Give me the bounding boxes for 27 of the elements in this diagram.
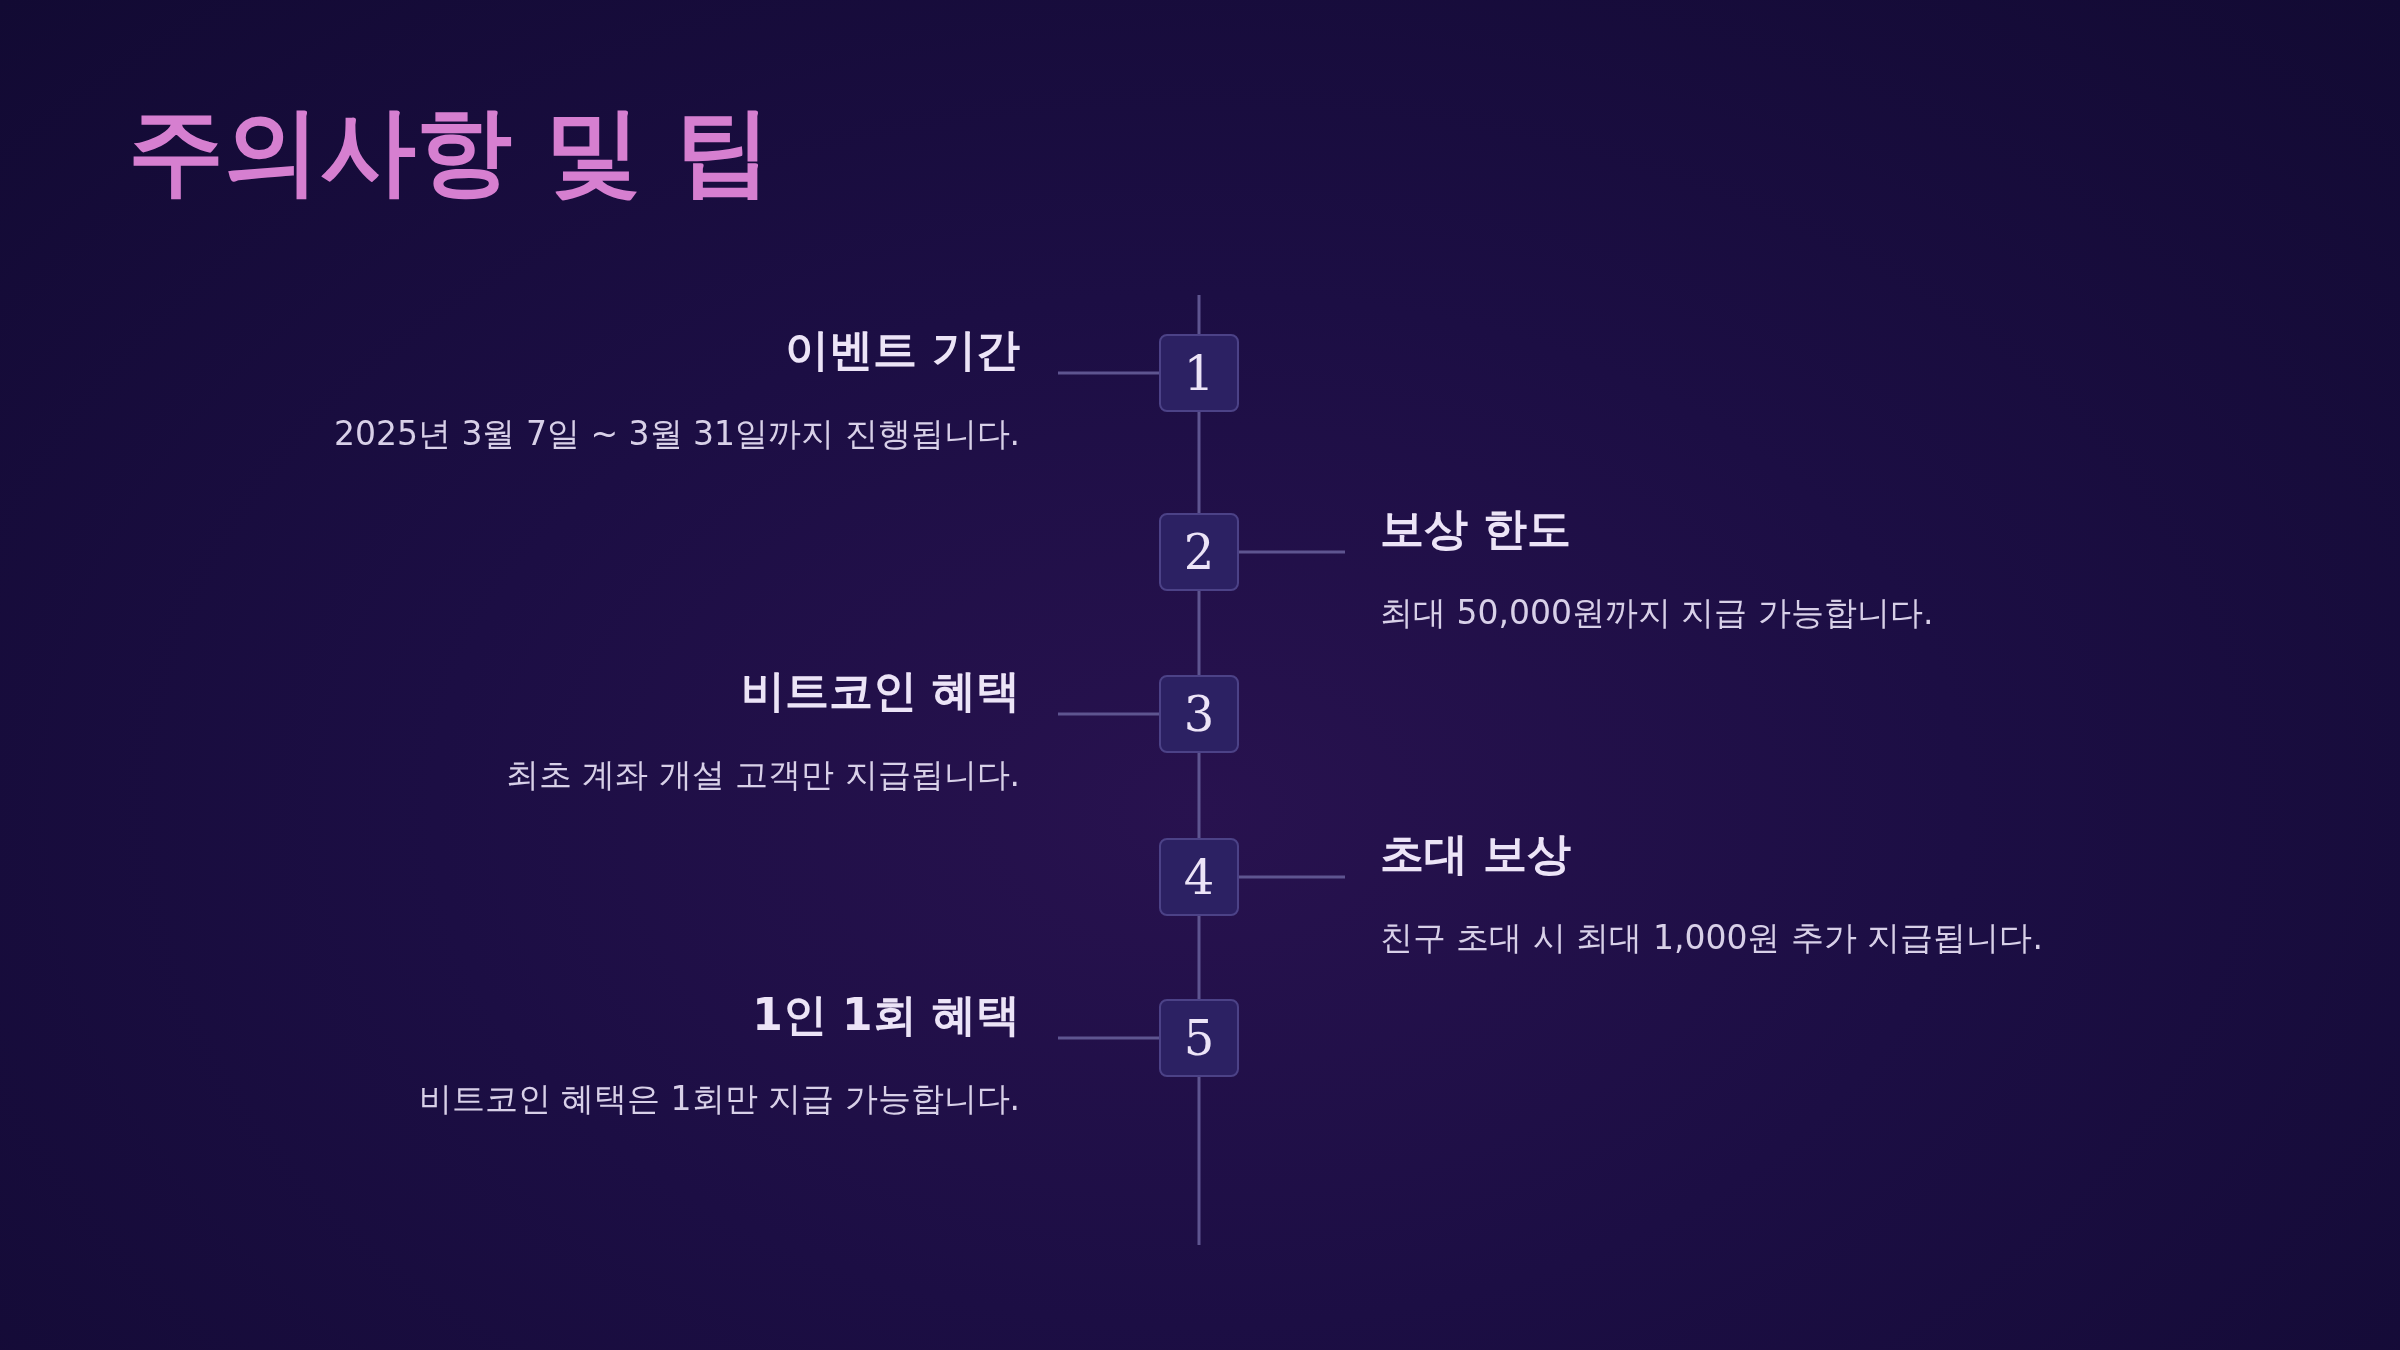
- item-heading: 초대 보상: [1380, 827, 1573, 881]
- connector-line: [1058, 712, 1159, 716]
- item-heading: 이벤트 기간: [783, 323, 1020, 377]
- item-description: 최초 계좌 개설 고객만 지급됩니다.: [505, 754, 1020, 796]
- step-number-box: 2: [1159, 513, 1239, 591]
- step-number-box: 3: [1159, 675, 1239, 753]
- timeline-line: [1197, 753, 1201, 838]
- timeline-line: [1197, 412, 1201, 513]
- timeline-line: [1197, 916, 1201, 999]
- item-heading: 보상 한도: [1380, 502, 1573, 556]
- step-number-box: 4: [1159, 838, 1239, 916]
- connector-line: [1239, 875, 1345, 879]
- item-description: 친구 초대 시 최대 1,000원 추가 지급됩니다.: [1380, 917, 2043, 959]
- timeline-line: [1197, 295, 1201, 334]
- connector-line: [1058, 371, 1159, 375]
- timeline-line: [1197, 591, 1201, 675]
- step-number-box: 1: [1159, 334, 1239, 412]
- connector-line: [1058, 1036, 1159, 1040]
- item-description: 비트코인 혜택은 1회만 지급 가능합니다.: [418, 1078, 1020, 1120]
- step-number-box: 5: [1159, 999, 1239, 1077]
- timeline-line: [1197, 1077, 1201, 1245]
- connector-line: [1239, 550, 1345, 554]
- item-heading: 비트코인 혜택: [739, 664, 1020, 718]
- item-heading: 1인 1회 혜택: [751, 988, 1020, 1042]
- slide-title: 주의사항 및 팁: [128, 94, 771, 209]
- item-description: 2025년 3월 7일 ~ 3월 31일까지 진행됩니다.: [333, 413, 1020, 455]
- item-description: 최대 50,000원까지 지급 가능합니다.: [1380, 592, 1934, 634]
